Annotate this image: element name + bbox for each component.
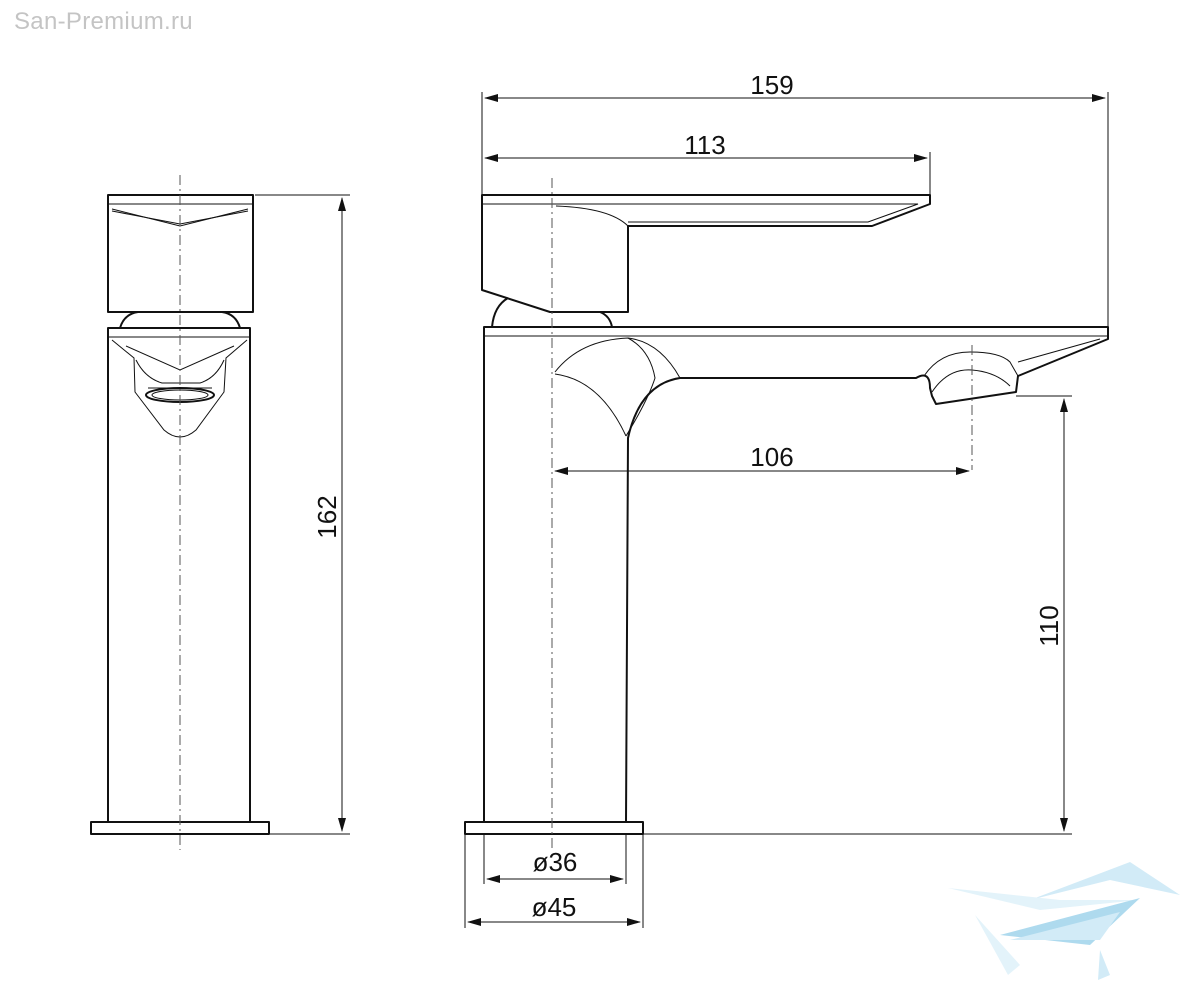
dimension-spout-height: 110 xyxy=(643,395,1072,835)
dimension-base-diameter: ø45 xyxy=(464,834,644,928)
side-body-spout xyxy=(483,326,1109,823)
side-base-plate xyxy=(464,821,644,835)
dim-d45-label: ø45 xyxy=(532,892,577,922)
dim-159-label: 159 xyxy=(750,70,793,100)
san-premium-logo-icon xyxy=(948,862,1180,980)
dimension-total-height: 162 xyxy=(255,194,350,835)
dim-110-label: 110 xyxy=(1034,605,1064,646)
dim-106-label: 106 xyxy=(750,442,793,472)
side-spout-arc xyxy=(554,337,681,379)
side-lever-top-edge xyxy=(552,203,919,223)
side-view xyxy=(464,178,1109,850)
dimension-handle-length: 113 xyxy=(484,130,931,195)
side-lever-handle xyxy=(481,194,931,313)
dimension-overall-length: 159 xyxy=(481,70,1109,327)
front-view xyxy=(90,175,270,850)
front-handle-block xyxy=(107,194,254,313)
dimension-spout-reach: 106 xyxy=(554,442,970,475)
side-neck-right xyxy=(599,311,613,328)
side-neck-left xyxy=(491,297,509,328)
dim-113-label: 113 xyxy=(684,130,725,160)
watermark-text: San-Premium.ru xyxy=(14,8,193,35)
front-spout-inner xyxy=(135,359,225,384)
front-handle-bevel xyxy=(111,208,249,227)
dim-d36-label: ø36 xyxy=(533,847,578,877)
dimension-body-diameter: ø36 xyxy=(483,834,627,884)
side-outlet-top xyxy=(923,351,1019,377)
front-neck xyxy=(119,311,241,329)
side-outlet-inner xyxy=(931,369,1011,393)
dim-162-label: 162 xyxy=(312,495,342,538)
side-lever-curve xyxy=(555,205,629,227)
